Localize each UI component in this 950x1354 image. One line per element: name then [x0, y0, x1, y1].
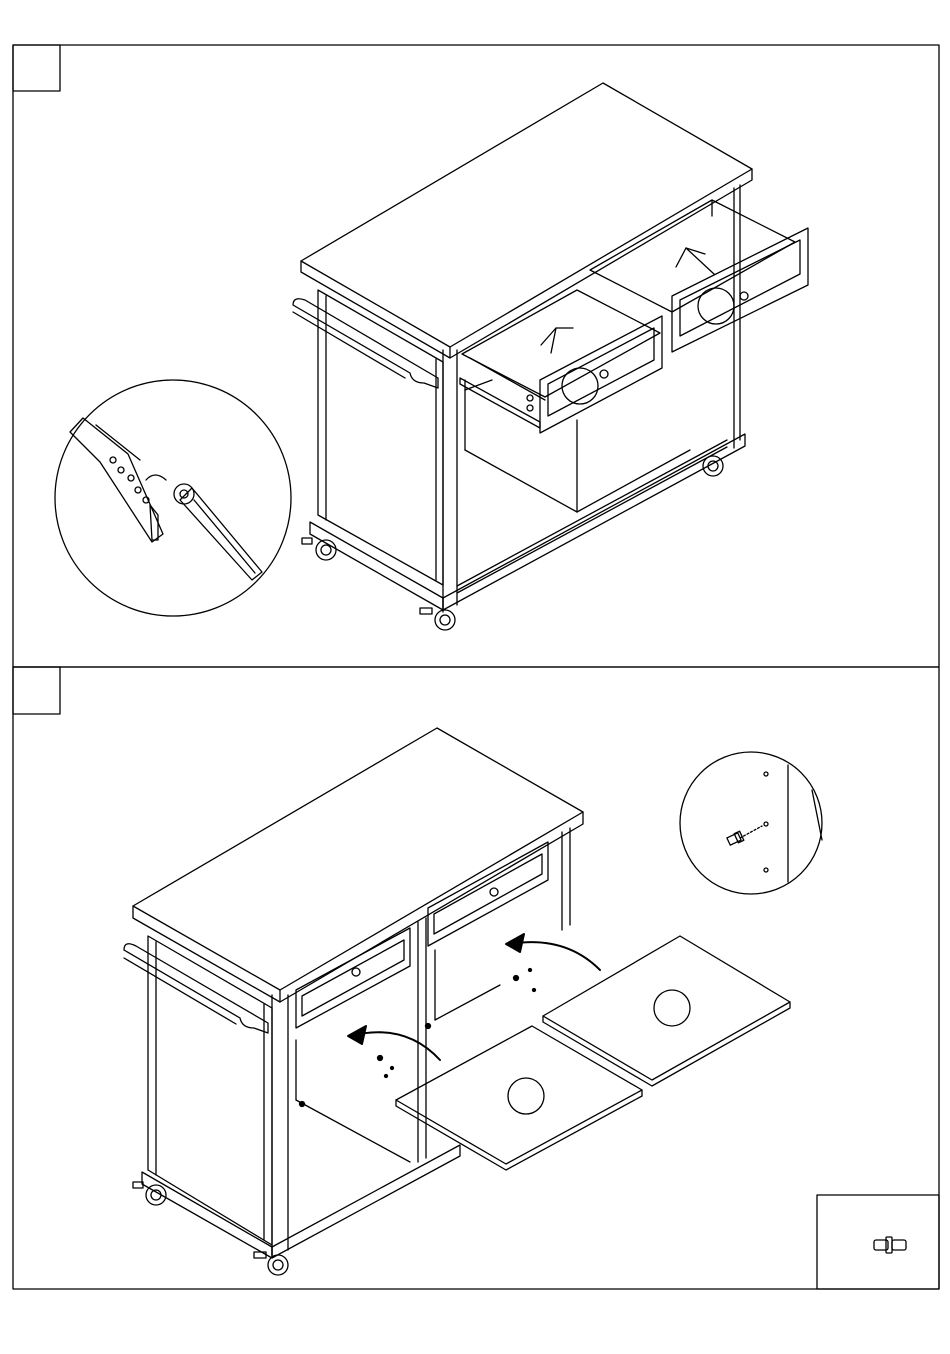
hardware-callout-box	[817, 1195, 939, 1289]
cart-shelf-install-illustration	[124, 728, 583, 1275]
insert-direction-arrows	[348, 934, 600, 1060]
push-direction-arrow-2	[676, 248, 705, 267]
cart-top-2	[133, 728, 583, 990]
shelf-pin-icon	[874, 1237, 906, 1253]
rotation-arrow	[146, 475, 166, 480]
towel-bar-2	[124, 944, 268, 1033]
step-2-number-box	[13, 667, 60, 714]
left-end-panel	[318, 290, 443, 585]
drawer-left	[460, 290, 662, 433]
step-1-panel	[13, 45, 939, 667]
step-1-number-box	[13, 45, 60, 91]
cart-top	[301, 83, 752, 347]
rail-wheel-icon	[174, 484, 194, 504]
drawer-left-box	[462, 290, 660, 397]
step-2-panel	[13, 667, 939, 1289]
drawer-left-slide	[460, 378, 540, 428]
drawer-front-left	[296, 928, 410, 1028]
detail-magnifier-1	[55, 380, 291, 616]
shelf-panel-lower	[396, 1026, 642, 1170]
caster-front-right	[420, 608, 455, 630]
drawer-knob-right	[490, 888, 498, 896]
arrow-upper-shelf	[510, 942, 600, 970]
hardware-callout	[817, 1195, 939, 1289]
detail-magnifier-2	[680, 752, 822, 894]
cart-with-drawers-illustration	[293, 83, 808, 630]
step-1-detail	[55, 380, 291, 616]
drawer-left-knob	[600, 370, 608, 378]
drawer-right-knob	[740, 292, 748, 300]
caster-back-right	[703, 456, 723, 476]
drawer-right-knob-callout	[698, 288, 734, 324]
drawer-right-box	[590, 200, 795, 312]
step-2-detail	[680, 752, 822, 894]
shelf-pin-detail-icon	[727, 831, 744, 845]
drawer-knob-left	[352, 968, 360, 976]
push-direction-arrow	[541, 328, 573, 345]
shelf-panel-upper	[543, 936, 790, 1086]
caster-2-left	[133, 1182, 166, 1205]
towel-bar	[293, 299, 438, 388]
caster-2-right	[254, 1252, 288, 1275]
drawer-front-right	[428, 842, 548, 946]
caster-front-left	[302, 538, 336, 560]
drawer-right	[590, 200, 808, 352]
drawer-side-rail-icon	[70, 418, 163, 542]
